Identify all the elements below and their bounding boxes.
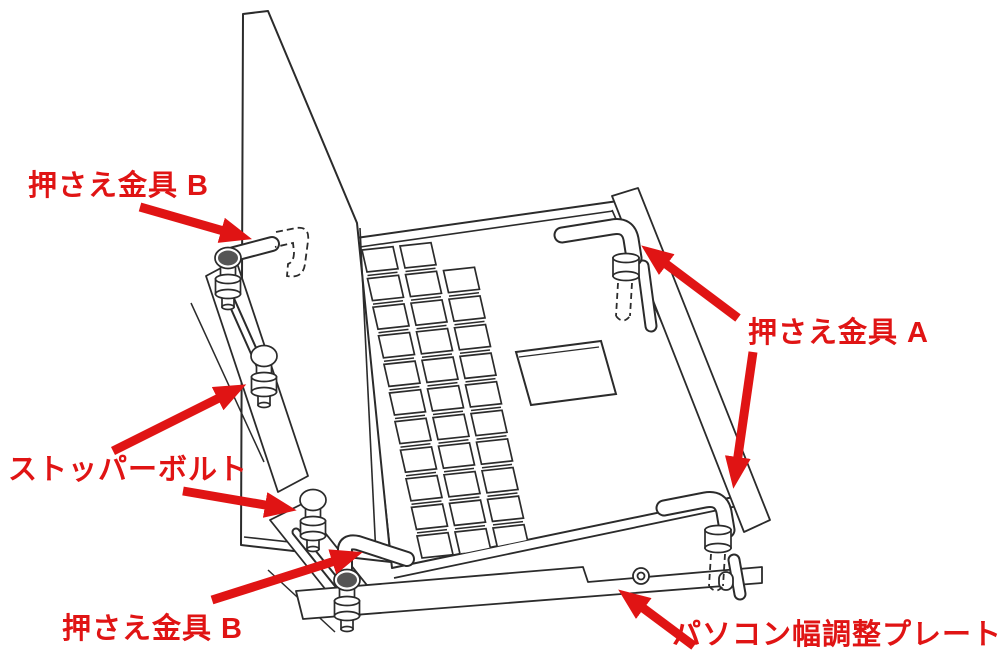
keyboard-key — [437, 441, 476, 470]
stopper-bolt-lower-arrow — [182, 486, 297, 518]
keyboard-key — [453, 323, 492, 351]
label-bracket-a: 押さえ金具 A — [748, 315, 929, 349]
keyboard-key-shadow — [405, 267, 436, 273]
label-width-adjust-plate: パソコン幅調整プレート — [672, 618, 1000, 651]
label-bracket-b-bottom: 押さえ金具 B — [62, 611, 243, 645]
bracket-b-top-hidden-hook — [274, 226, 310, 278]
keyboard-key-shadow — [448, 292, 480, 297]
deck-back-edge-inner — [359, 210, 614, 248]
bracket-b-top — [226, 226, 310, 278]
width-adjust-plate — [295, 553, 763, 620]
keyboard-key — [480, 466, 520, 494]
keyboard-key — [458, 352, 498, 380]
bracket-a-top — [553, 218, 643, 322]
stopper-bolt-4 — [333, 568, 361, 633]
keyboard-key-shadow — [438, 439, 469, 444]
keyboard-key-shadow — [421, 353, 453, 359]
keyboard-key-shadow — [492, 520, 524, 526]
label-stopper-bolt: ストッパーボルト — [8, 453, 248, 486]
keyboard-key — [453, 527, 493, 555]
keyboard-key-shadow — [367, 271, 398, 277]
keyboard-key — [409, 298, 449, 327]
keyboard-key — [398, 241, 438, 269]
keyboard-key-shadow — [470, 406, 502, 412]
keyboard-key — [415, 531, 455, 559]
base-plate-edge-left — [190, 302, 265, 463]
keyboard-key — [382, 360, 422, 388]
keyboard-key-shadow — [410, 296, 442, 301]
keyboard-key — [404, 270, 443, 298]
keyboard-key — [404, 474, 444, 502]
keyboard-key-shadow — [476, 435, 507, 440]
keyboard-key — [388, 388, 427, 416]
keyboard-key — [448, 499, 487, 527]
keyboard-key-shadow — [427, 381, 458, 387]
keyboard-key — [447, 294, 487, 323]
keyboard-key — [426, 384, 465, 412]
keyboard-key-shadow — [459, 349, 491, 355]
keyboard-key — [377, 331, 416, 359]
touchpad — [514, 339, 618, 407]
deck-front-thickness — [393, 503, 748, 579]
keyboard-key-shadow — [394, 414, 426, 420]
keyboard-key-shadow — [454, 320, 485, 326]
width-adjust-plate-arrow — [618, 589, 697, 650]
keyboard-key — [371, 302, 411, 331]
keyboard-key-shadow — [389, 385, 420, 391]
stopper-bolt-upper-arrow — [110, 384, 247, 456]
bracket-a-bottom-hidden-shaft — [708, 553, 726, 592]
bracket-b-top-arrow — [138, 202, 252, 243]
keyboard-key-shadow — [465, 377, 496, 383]
keyboard-key-shadow — [400, 443, 431, 448]
keyboard-key-shadow — [383, 357, 415, 363]
bracket-a-bottom — [655, 491, 736, 592]
keyboard-key — [464, 380, 503, 408]
keyboard-key-shadow — [405, 471, 437, 477]
keyboard-key-shadow — [487, 492, 518, 498]
keyboard-key-shadow — [449, 496, 480, 502]
keyboard-key — [469, 409, 509, 437]
keyboard-key — [420, 356, 460, 384]
keyboard-key — [366, 274, 405, 302]
keyboard-key — [410, 503, 449, 531]
bracket-a-top-arrow — [641, 245, 741, 322]
keyboard-key — [393, 417, 433, 445]
keyboard-key-shadow — [443, 467, 475, 473]
keyboard-key-shadow — [372, 300, 404, 305]
label-bracket-b-top: 押さえ金具 B — [28, 168, 209, 202]
keyboard-key — [431, 413, 471, 441]
stopper-bolt-1 — [214, 246, 242, 311]
keyboard-key — [442, 266, 481, 294]
bracket-b-bottom-arrow — [210, 549, 363, 605]
plate-screw-hole — [636, 571, 646, 581]
keyboard-key-shadow — [416, 324, 447, 330]
keyboard-key — [442, 470, 482, 498]
keyboard-key-shadow — [481, 463, 513, 469]
keyboard-key — [475, 437, 514, 466]
keyboard-key-shadow — [411, 500, 442, 506]
keyboard-key-shadow — [378, 328, 409, 334]
keyboard-key — [486, 495, 525, 523]
keyboard-key-shadow — [460, 553, 491, 559]
keyboard-key — [399, 445, 438, 474]
keyboard-key — [415, 327, 454, 355]
keyboard-key-shadow — [432, 410, 464, 416]
callout-arrows — [110, 202, 758, 650]
keyboard-key-shadow — [454, 524, 486, 530]
bracket-a-top-hidden-shaft — [615, 282, 633, 322]
lid-edge-inner — [359, 227, 377, 557]
bracket-a-bottom-arrow — [724, 351, 758, 489]
keyboard-key — [360, 245, 400, 273]
keyboard-key-shadow — [416, 528, 448, 534]
